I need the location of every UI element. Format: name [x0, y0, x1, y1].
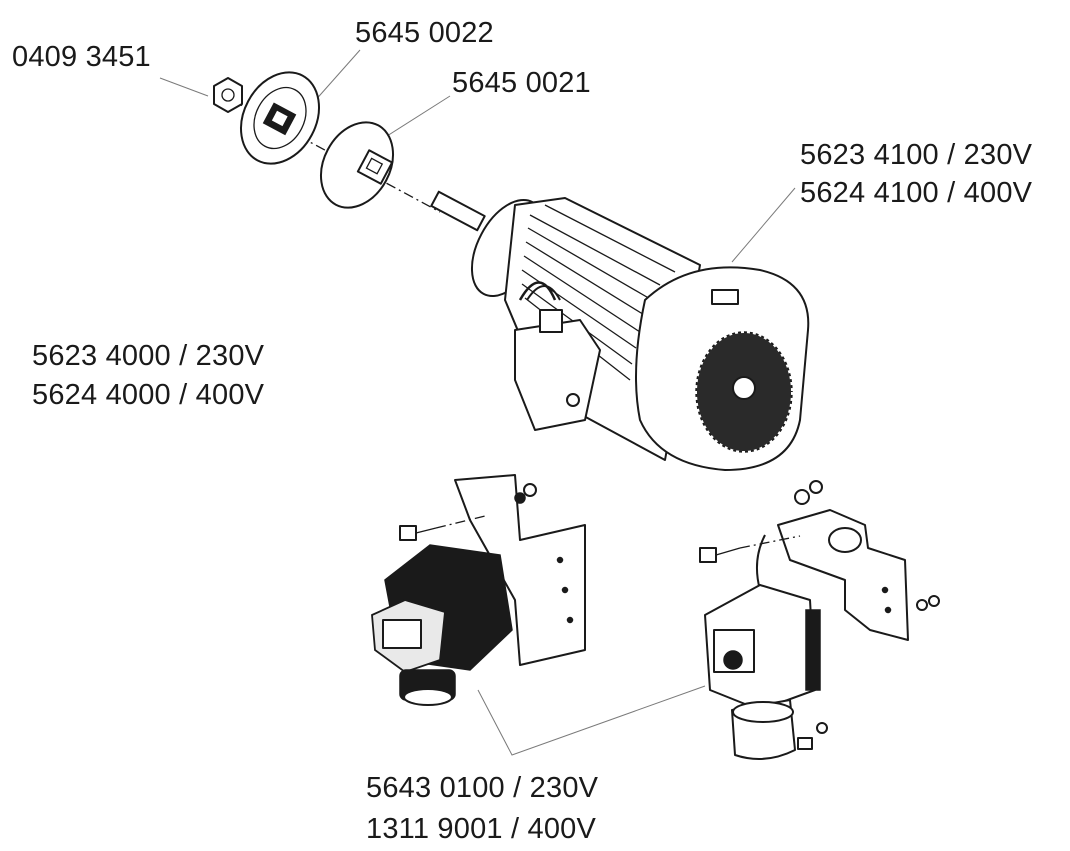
leader-motor — [731, 187, 796, 263]
pump-assembly-right — [699, 480, 940, 760]
leader-nut — [159, 77, 209, 97]
label-nut: 0409 3451 — [12, 41, 151, 73]
label-pump-line2: 1311 9001 / 400V — [366, 813, 597, 845]
label-motor-left-line1: 5623 4000 / 230V — [32, 340, 265, 372]
label-inner-pulley-disc: 5645 0021 — [452, 67, 591, 99]
label-motor-top-line2: 5624 4100 / 400V — [800, 177, 1033, 209]
label-outer-pulley-disc: 5645 0022 — [355, 17, 494, 49]
label-motor-left-line2: 5624 4000 / 400V — [32, 379, 265, 411]
outer-pulley-disc — [240, 71, 320, 165]
electric-motor — [430, 190, 810, 471]
label-pump-line1: 5643 0100 / 230V — [366, 772, 599, 804]
leader-pump — [477, 685, 706, 756]
hex-nut — [213, 77, 243, 113]
pump-assembly-left — [371, 474, 586, 706]
inner-pulley-disc — [320, 121, 394, 209]
label-motor-top-line1: 5623 4100 / 230V — [800, 139, 1033, 171]
